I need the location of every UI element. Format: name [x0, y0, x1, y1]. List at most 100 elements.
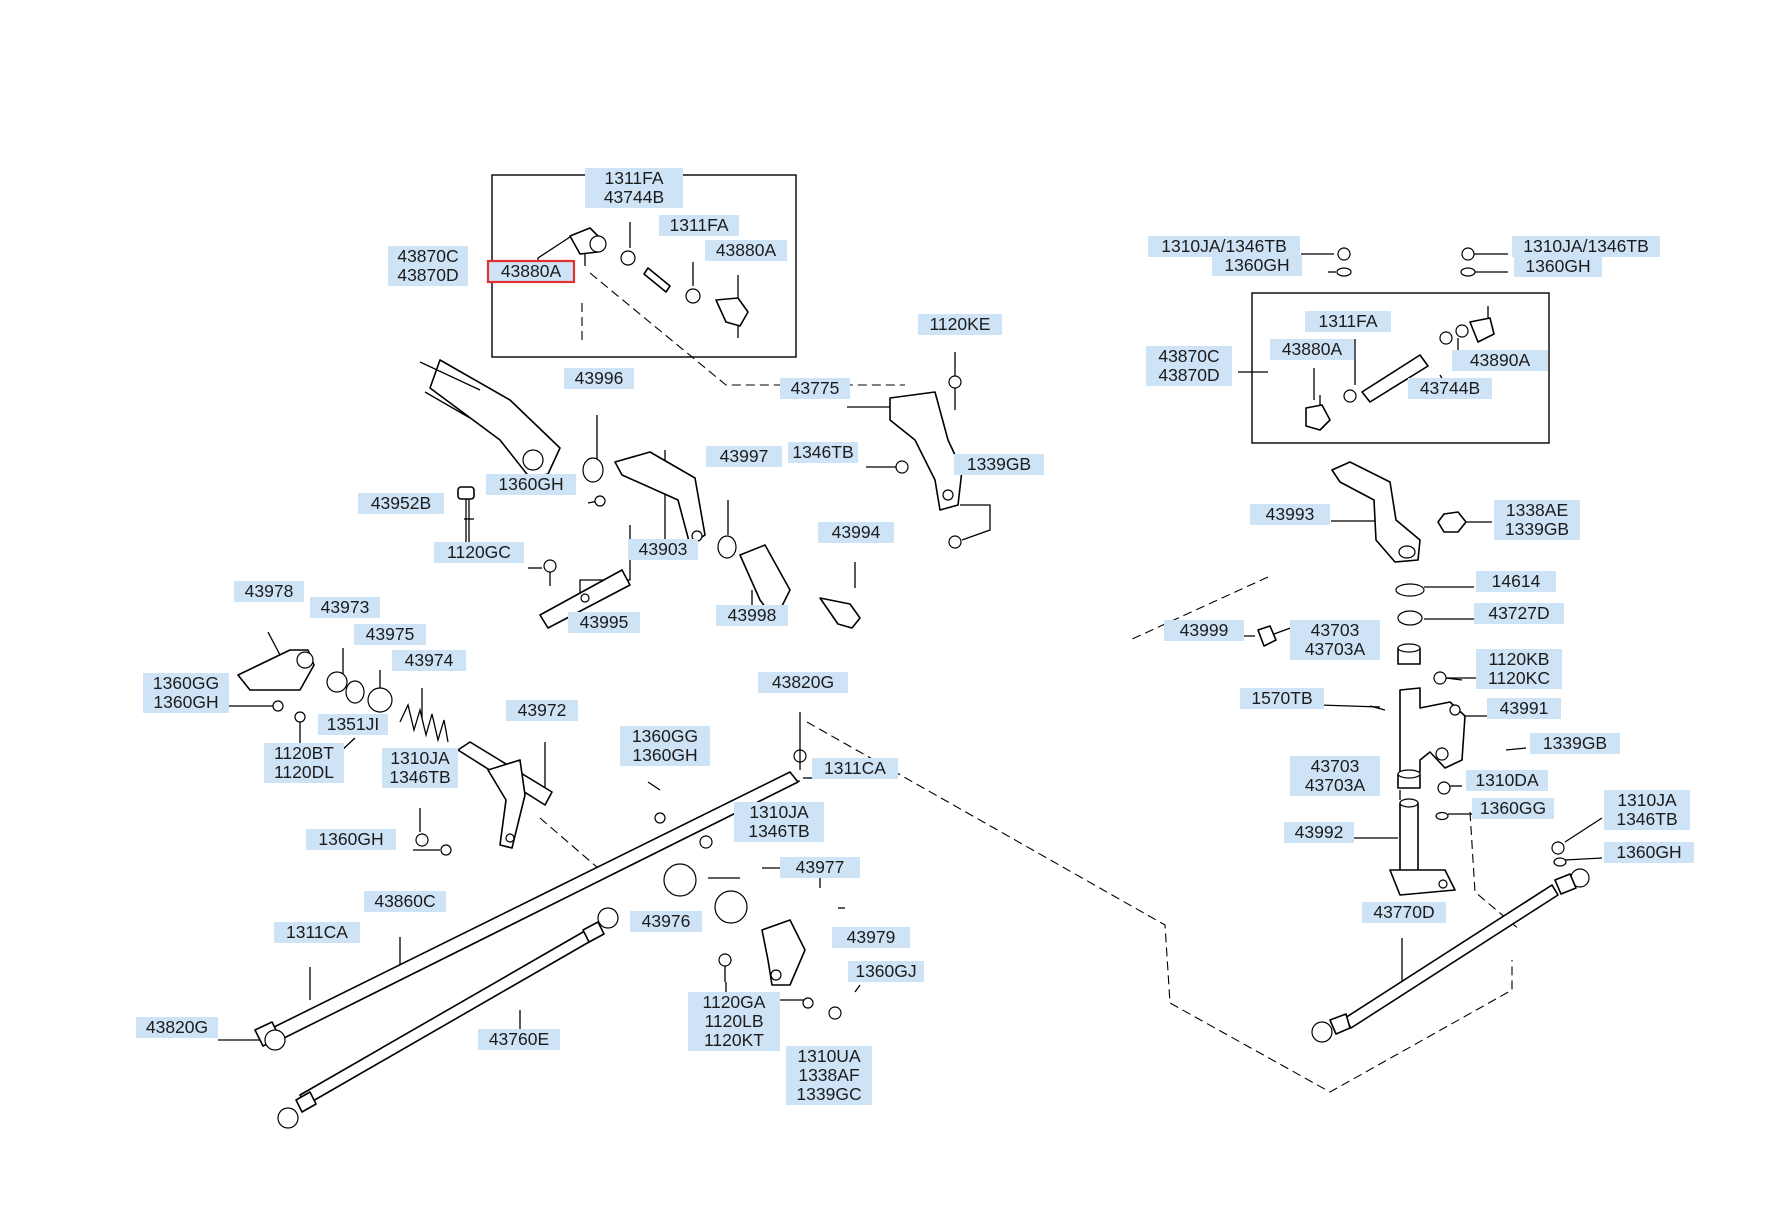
part-number-label[interactable]: 1360GG	[1480, 798, 1546, 818]
part-number-label[interactable]: 43991	[1500, 698, 1549, 718]
part-number-label[interactable]: 1311FA	[604, 168, 663, 188]
part-bushing-43977	[714, 890, 748, 924]
part-number-label[interactable]: 1360GH	[1616, 842, 1681, 862]
part-number-label[interactable]: 1338AE	[1506, 500, 1568, 520]
part-number-label[interactable]: 43992	[1295, 822, 1344, 842]
part-number-label[interactable]: 1120KE	[930, 314, 991, 334]
part-number-label[interactable]: 43870C	[1158, 346, 1219, 366]
part-number-label[interactable]: 43880A	[501, 261, 562, 281]
part-number-label[interactable]: 43973	[321, 597, 370, 617]
label-box	[486, 474, 576, 495]
part-bushing-43975	[367, 687, 393, 713]
part-number-label[interactable]: 43703A	[1305, 639, 1366, 659]
part-number-label[interactable]: 1346TB	[748, 821, 809, 841]
part-number-label[interactable]: 43890A	[1470, 350, 1531, 370]
part-number-label[interactable]: 1346TB	[1616, 809, 1677, 829]
part-number-label[interactable]: 43744B	[604, 187, 664, 207]
part-number-label[interactable]: 43978	[245, 581, 294, 601]
part-number-label[interactable]: 1311FA	[669, 215, 728, 235]
part-number-label[interactable]: 43703A	[1305, 775, 1366, 795]
part-number-label[interactable]: 1339GB	[967, 454, 1031, 474]
part-number-label[interactable]: 43880A	[1282, 339, 1343, 359]
part-number-label[interactable]: 43997	[720, 446, 769, 466]
label-box	[1290, 620, 1380, 660]
part-number-label[interactable]: 1360GH	[632, 745, 697, 765]
part-number-label[interactable]: 1120DL	[274, 762, 334, 782]
part-number-label[interactable]: 43727D	[1488, 603, 1549, 623]
part-number-label[interactable]: 1346TB	[389, 767, 450, 787]
part-washer-1360gh	[594, 495, 606, 507]
part-number-label[interactable]: 1310JA/1346TB	[1523, 236, 1649, 256]
part-number-label[interactable]: 1120KT	[704, 1030, 764, 1050]
part-number-label[interactable]: 43860C	[374, 891, 435, 911]
part-number-label[interactable]: 1360GG	[632, 726, 698, 746]
part-number-label[interactable]: 43703	[1311, 620, 1360, 640]
part-number-label[interactable]: 1120KC	[1488, 668, 1550, 688]
part-number-label[interactable]: 43977	[796, 857, 845, 877]
part-plate-43995	[539, 569, 631, 629]
part-number-label[interactable]: 43995	[580, 612, 629, 632]
part-number-label[interactable]: 1310UA	[797, 1046, 861, 1066]
part-number-label[interactable]: 1310JA	[1617, 790, 1677, 810]
part-number-label[interactable]: 43903	[639, 539, 688, 559]
part-nut-1339gb-r	[1435, 747, 1449, 761]
part-washer-43996	[582, 457, 604, 483]
part-number-label[interactable]: 43820G	[772, 672, 834, 692]
part-number-label[interactable]: 1310JA	[749, 802, 809, 822]
part-number-label[interactable]: 1120BT	[274, 743, 334, 763]
part-number-label[interactable]: 1339GB	[1505, 519, 1569, 539]
part-number-label[interactable]: 1360GH	[318, 829, 383, 849]
part-number-label[interactable]: 1120LB	[704, 1011, 763, 1031]
part-number-label[interactable]: 1360GH	[1224, 255, 1289, 275]
part-number-label[interactable]: 1310DA	[1475, 770, 1539, 790]
part-number-label[interactable]: 43998	[728, 605, 777, 625]
part-number-label[interactable]: 43775	[791, 378, 840, 398]
part-number-label[interactable]: 1338AF	[798, 1065, 859, 1085]
part-number-label[interactable]: 43870C	[397, 246, 458, 266]
part-number-label[interactable]: 1360GG	[153, 673, 219, 693]
part-adjust-rod	[1343, 354, 1429, 403]
part-number-label[interactable]: 43870D	[1158, 365, 1219, 385]
part-number-label[interactable]: 1339GB	[1543, 733, 1607, 753]
part-number-label[interactable]: 1311CA	[824, 758, 886, 778]
part-number-label[interactable]: 43870D	[397, 265, 458, 285]
part-number-label[interactable]: 1310JA/1346TB	[1161, 236, 1287, 256]
part-number-label[interactable]: 1360GH	[1525, 256, 1590, 276]
part-nut-small	[685, 288, 701, 304]
part-number-label[interactable]: 1120GA	[703, 992, 766, 1012]
part-number-label[interactable]: 1360GH	[153, 692, 218, 712]
part-number-label[interactable]: 43744B	[1420, 378, 1480, 398]
part-number-label[interactable]: 43974	[405, 650, 454, 670]
part-number-label[interactable]: 43999	[1180, 620, 1229, 640]
part-number-label[interactable]: 1311CA	[286, 922, 348, 942]
part-number-label[interactable]: 43952B	[371, 493, 431, 513]
part-number-label[interactable]: 1120GC	[447, 542, 511, 562]
part-number-label[interactable]: 43972	[518, 700, 567, 720]
part-bolt-1120bt	[294, 711, 306, 723]
part-number-label[interactable]: 43770D	[1373, 902, 1434, 922]
part-number-label[interactable]: 43996	[575, 368, 624, 388]
part-number-label[interactable]: 1351JI	[327, 714, 380, 734]
part-number-label[interactable]: 1311FA	[1318, 311, 1377, 331]
part-number-label[interactable]: 43975	[366, 624, 415, 644]
part-number-label[interactable]: 14614	[1492, 571, 1541, 591]
part-number-label[interactable]: 43976	[642, 911, 691, 931]
label-box	[1290, 756, 1380, 796]
part-number-label[interactable]: 1570TB	[1251, 688, 1312, 708]
part-number-label[interactable]: 43994	[832, 522, 881, 542]
part-number-label[interactable]: 43993	[1266, 504, 1315, 524]
part-number-label[interactable]: 1360GJ	[855, 961, 916, 981]
part-number-label[interactable]: 1120KB	[1489, 649, 1550, 669]
part-number-label[interactable]: 1310JA	[390, 748, 450, 768]
part-number-label[interactable]: 43703	[1311, 756, 1360, 776]
part-number-label[interactable]: 43760E	[489, 1029, 549, 1049]
part-number-label[interactable]: 1360GH	[498, 474, 563, 494]
part-number-label[interactable]: 1346TB	[792, 442, 853, 462]
label-box	[306, 829, 396, 850]
part-number-label[interactable]: 43880A	[716, 240, 777, 260]
part-washer-43997	[717, 535, 737, 559]
part-number-label[interactable]: 1339GC	[796, 1084, 861, 1104]
part-nut-1310ua	[828, 1006, 842, 1020]
part-number-label[interactable]: 43820G	[146, 1017, 208, 1037]
part-number-label[interactable]: 43979	[847, 927, 896, 947]
